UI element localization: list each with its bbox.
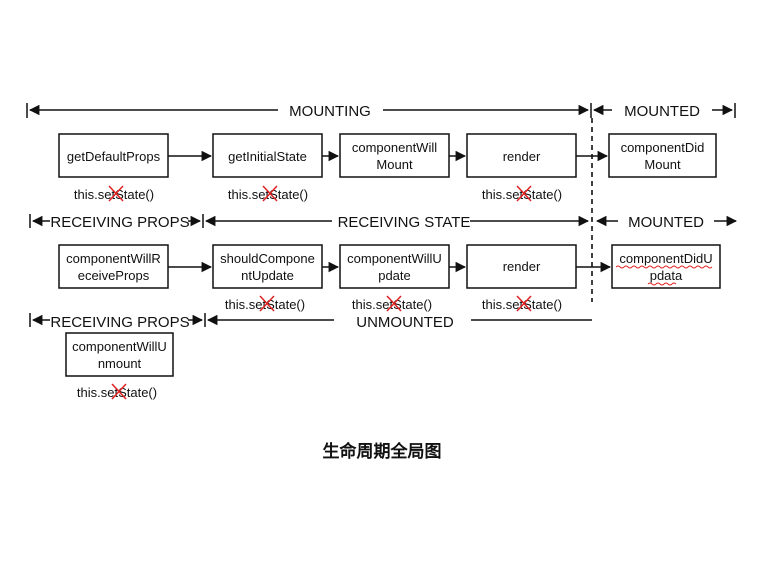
cross-icon — [108, 185, 124, 202]
box-component-will-receive-props: componentWillR eceiveProps — [58, 244, 169, 289]
cross-icon — [111, 383, 127, 400]
box-cwrp-line1: componentWillR — [66, 251, 161, 266]
cross-icon — [262, 185, 278, 202]
phase-label-mounted-top: MOUNTED — [624, 103, 700, 120]
box-component-did-update: componentDidU pdata — [611, 244, 721, 289]
box-get-initial-state: getInitialState — [212, 133, 323, 178]
box-component-will-mount: componentWill Mount — [339, 133, 450, 178]
phase-label-receiving-state: RECEIVING STATE — [338, 214, 471, 231]
phase-line-receiving-props-1 — [29, 214, 204, 228]
box-component-did-mount-line2: Mount — [644, 157, 681, 172]
phase-label-receiving-props-1: RECEIVING PROPS — [50, 214, 189, 231]
box-cdu-line1: componentDidU — [619, 251, 712, 266]
box-component-will-update: componentWillU pdate — [339, 244, 450, 289]
box-component-will-unmount: componentWillU nmount — [65, 332, 174, 377]
box-cwun-line2: nmount — [98, 356, 142, 371]
svg-text:this.setState(): this.setState() — [352, 297, 432, 312]
box-should-component-update: shouldCompone ntUpdate — [212, 244, 323, 289]
phase-label-mounting: MOUNTING — [289, 103, 371, 120]
box-get-initial-state-label: getInitialState — [228, 149, 307, 164]
box-scu-line2: ntUpdate — [241, 268, 294, 283]
svg-text:this.setState(): this.setState() — [228, 187, 308, 202]
phase-label-unmounted: UNMOUNTED — [356, 314, 454, 331]
cross-icon — [259, 295, 275, 312]
phase-label-receiving-props-2: RECEIVING PROPS — [50, 314, 189, 331]
box-component-did-mount-line1: componentDid — [621, 140, 705, 155]
box-cdu-line2: pdata — [650, 268, 683, 283]
phase-line-mounting — [26, 103, 590, 118]
box-component-will-mount-line2: Mount — [376, 157, 413, 172]
spellcheck-underline-1 — [615, 265, 713, 269]
box-render-update-label: render — [503, 259, 541, 274]
svg-text:this.setState(): this.setState() — [482, 187, 562, 202]
setstate-note-r1-c: this.setState() — [482, 185, 562, 202]
setstate-note-r3-a: this.setState() — [77, 383, 157, 400]
phase-label-mounted-mid: MOUNTED — [628, 214, 704, 231]
spellcheck-underline-2 — [647, 282, 677, 286]
box-render-mount: render — [466, 133, 577, 178]
diagram-title: 生命周期全局图 — [323, 441, 442, 462]
box-get-default-props-label: getDefaultProps — [67, 149, 161, 164]
box-cwu-line2: pdate — [378, 268, 411, 283]
box-cwrp-line2: eceiveProps — [78, 268, 150, 283]
phase-line-receiving-props-2 — [29, 313, 206, 327]
phase-line-mounted-top — [590, 103, 736, 118]
cross-icon — [516, 295, 532, 312]
box-cwun-line1: componentWillU — [72, 339, 167, 354]
box-render-mount-label: render — [503, 149, 541, 164]
setstate-note-r2-b: this.setState() — [352, 295, 432, 312]
box-component-will-mount-line1: componentWill — [352, 140, 437, 155]
svg-text:this.setState(): this.setState() — [225, 297, 305, 312]
svg-text:this.setState(): this.setState() — [482, 297, 562, 312]
cross-icon — [386, 295, 402, 312]
cross-icon — [516, 185, 532, 202]
box-cwu-line1: componentWillU — [347, 251, 442, 266]
box-render-update: render — [466, 244, 577, 289]
box-component-did-mount: componentDid Mount — [608, 133, 717, 178]
svg-text:this.setState(): this.setState() — [77, 385, 157, 400]
svg-text:this.setState(): this.setState() — [74, 187, 154, 202]
setstate-note-r1-a: this.setState() — [74, 185, 154, 202]
box-get-default-props: getDefaultProps — [58, 133, 169, 178]
box-scu-line1: shouldCompone — [220, 251, 315, 266]
setstate-note-r2-c: this.setState() — [482, 295, 562, 312]
setstate-note-r1-b: this.setState() — [228, 185, 308, 202]
setstate-note-r2-a: this.setState() — [225, 295, 305, 312]
